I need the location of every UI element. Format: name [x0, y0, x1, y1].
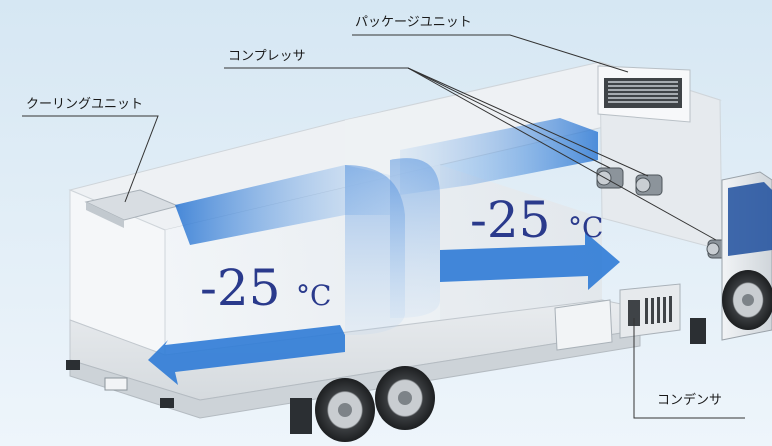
rear-light-left [66, 360, 80, 370]
leader-compressor-2 [407, 67, 649, 177]
mudflap-front [690, 318, 706, 344]
callout-condenser: コンデンサ [633, 318, 745, 419]
airflow-curtain-front [390, 158, 440, 318]
leader-compressor-3 [407, 67, 717, 241]
temp-front-unit: °C [568, 211, 603, 244]
temp-front: -25 °C [470, 191, 603, 249]
chassis-frame [69, 329, 641, 419]
wheel-rear-2 [375, 366, 435, 430]
wheel-front [722, 270, 772, 330]
leader-package-unit [352, 34, 629, 73]
temp-rear-value: -25 [200, 259, 281, 317]
mudflap-rear [290, 398, 312, 434]
leader-condenser [633, 318, 745, 419]
callout-cooling-unit: クーリングユニット [22, 97, 159, 203]
rear-light-right [160, 398, 174, 408]
temp-rear-unit: °C [296, 279, 331, 312]
airflow-arrow-rear [148, 325, 345, 385]
label-compressor: コンプレッサ [228, 49, 306, 64]
label-condenser: コンデンサ [657, 392, 722, 408]
airflow-upper-rear [175, 165, 390, 245]
callout-compressor: コンプレッサ [224, 49, 717, 241]
airflow-arrow-front [440, 232, 620, 290]
storage-box [554, 299, 613, 351]
label-package-unit: パッケージユニット [355, 15, 472, 30]
temp-rear: -25 °C [200, 259, 331, 317]
package-unit [597, 65, 691, 123]
callout-package-unit: パッケージユニット [352, 15, 629, 73]
temp-front-value: -25 [470, 191, 551, 249]
license-plate [104, 377, 128, 391]
compressor-icon [596, 167, 729, 259]
wheel-rear-1 [315, 378, 375, 442]
condenser-unit [619, 283, 681, 339]
label-cooling-unit: クーリングユニット [26, 97, 143, 112]
leader-cooling-unit [22, 115, 159, 203]
